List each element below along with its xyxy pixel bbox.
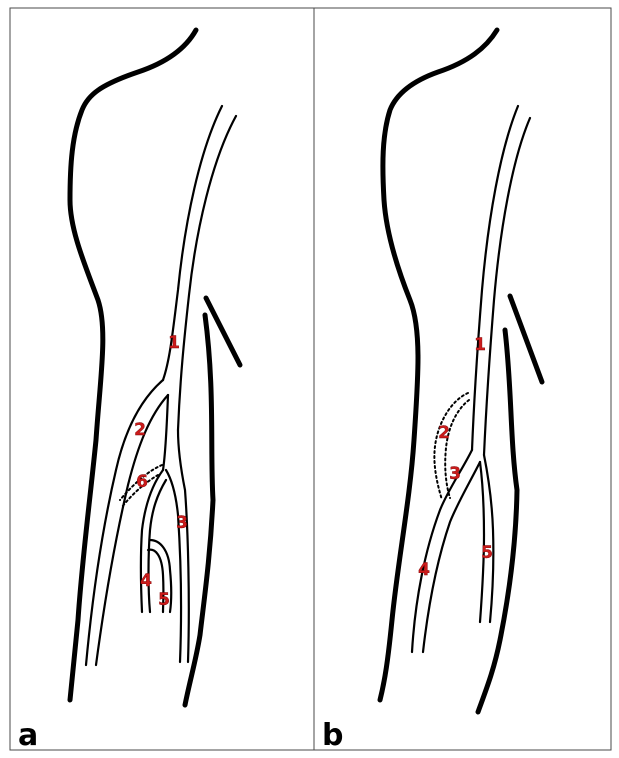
panel-b-torso-outline xyxy=(380,30,497,700)
panel-a-letter: a xyxy=(18,718,38,753)
panel-a-label-6: 6 xyxy=(136,472,148,492)
panel-b-letter: b xyxy=(322,718,343,753)
panel-a-label-5: 5 xyxy=(158,590,170,610)
panel-a-branch-2-inner xyxy=(96,395,168,665)
panel-a-torso-outline xyxy=(70,30,196,700)
panel-b-label-1: 1 xyxy=(474,335,486,355)
panel-a-vessels xyxy=(86,106,236,665)
panel-a-branch-3-inner xyxy=(166,470,181,662)
panel-b-branch-4-inner xyxy=(423,462,480,652)
panel-a-label-3: 3 xyxy=(176,513,188,533)
panel-a-main-trunk-right xyxy=(178,116,236,430)
panel-b: 1 2 3 5 4 b xyxy=(314,8,611,753)
panel-b-label-4: 4 xyxy=(418,560,430,580)
panel-b-branch-5-outer xyxy=(484,455,493,622)
panel-b-label-5: 5 xyxy=(481,543,493,563)
panel-a-label-1: 1 xyxy=(168,333,180,353)
panel-b-hand-line xyxy=(510,296,542,382)
panel-b-label-3: 3 xyxy=(449,464,461,484)
panel-a-label-2: 2 xyxy=(134,420,146,440)
panel-a-label-4: 4 xyxy=(140,571,152,591)
panel-b-label-2: 2 xyxy=(438,423,450,443)
panel-a: 1 2 6 3 4 5 a xyxy=(10,8,314,753)
panel-a-frame xyxy=(10,8,314,750)
panel-a-branch-mid-outer xyxy=(163,395,168,470)
panel-b-frame xyxy=(314,8,611,750)
panel-b-branch-5-inner xyxy=(480,462,484,622)
panel-b-main-trunk-right xyxy=(484,118,530,455)
